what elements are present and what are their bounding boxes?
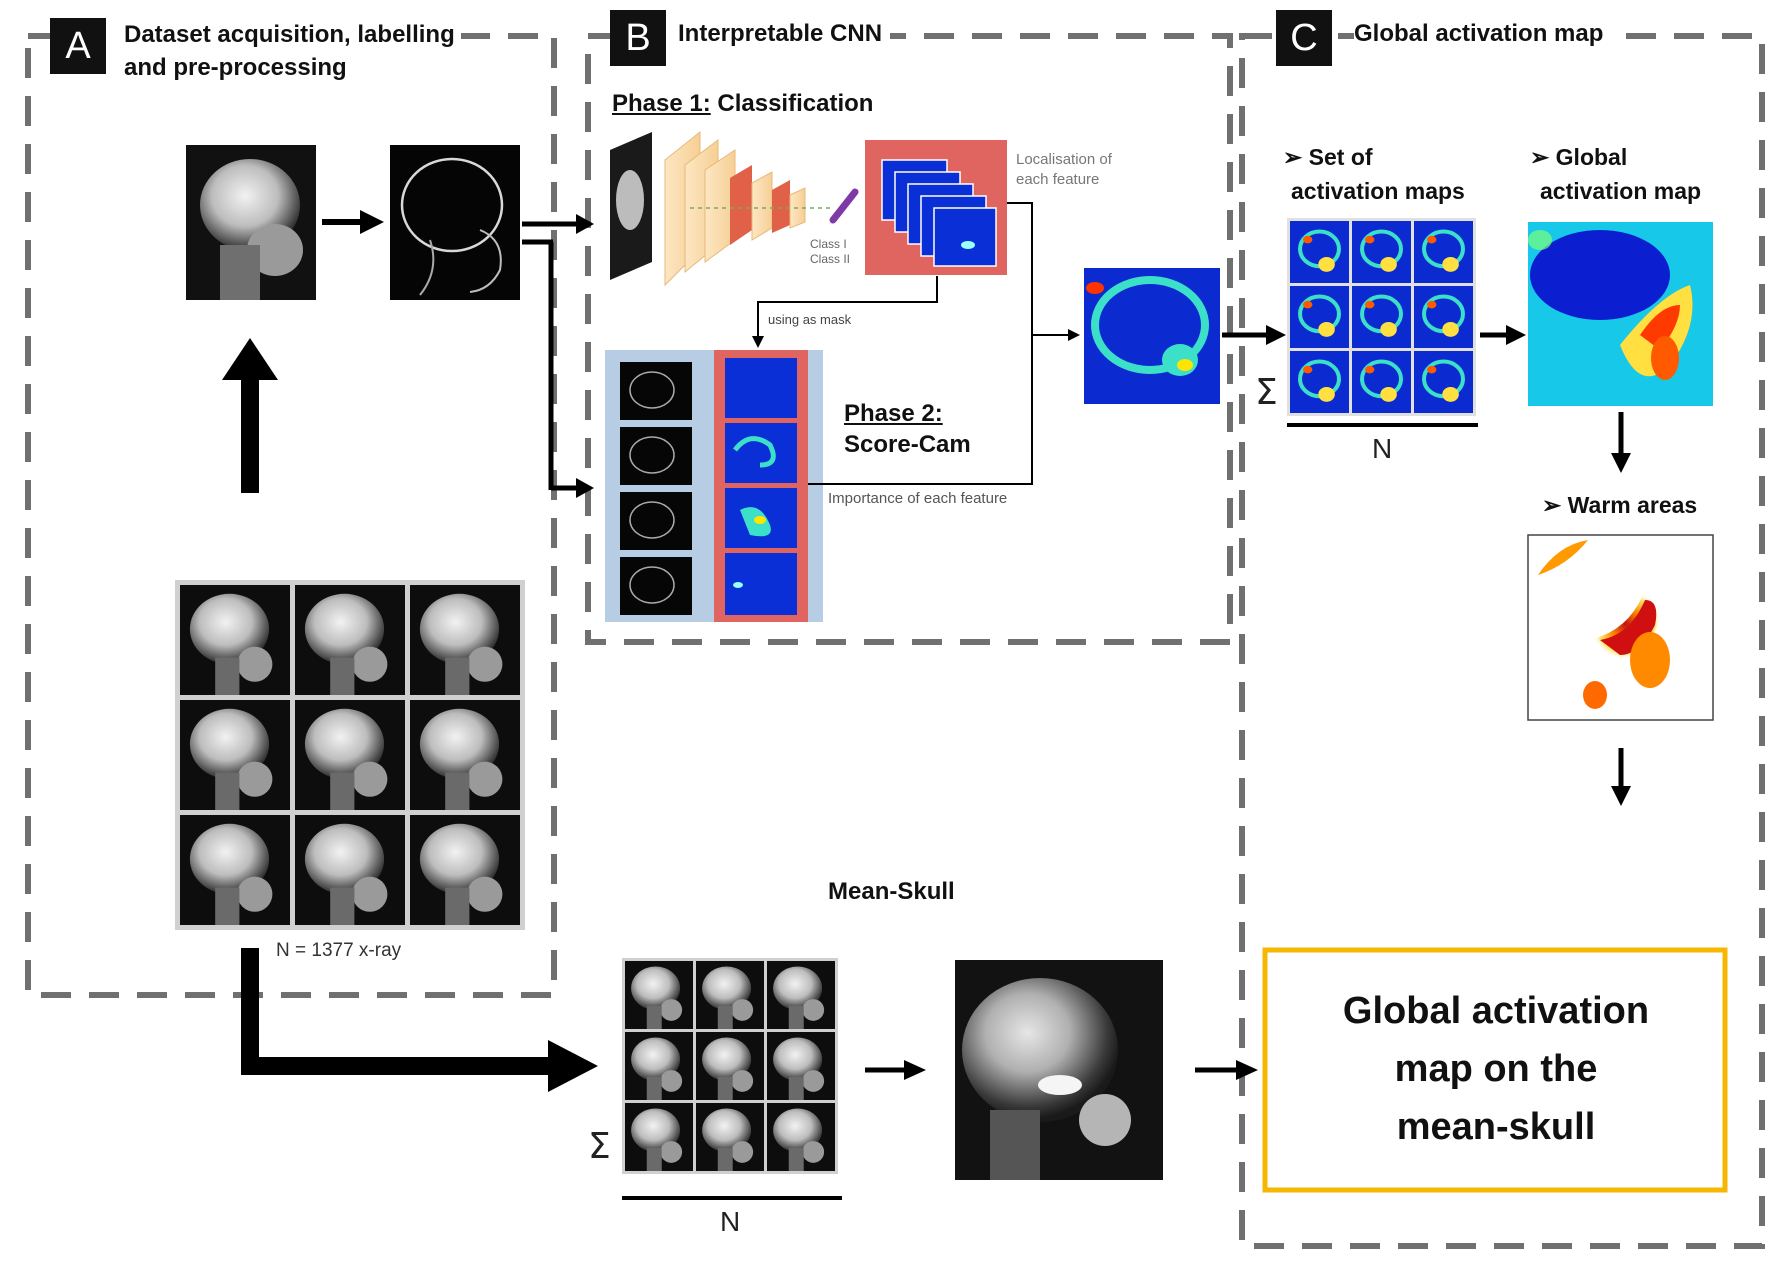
set-sum-symbol: Σ <box>1255 372 1278 413</box>
activation-thumbnail <box>1290 351 1349 413</box>
phase2-heading: Phase 2: Score-Cam <box>844 398 971 460</box>
panel-a-title-line1: Dataset acquisition, labelling <box>124 21 455 48</box>
warm-areas-image <box>1527 534 1714 721</box>
xray-thumbnail <box>180 815 290 925</box>
activation-thumbnail <box>1290 286 1349 348</box>
phase1-suffix: Classification <box>710 90 874 117</box>
mask-note: using as mask <box>768 312 852 327</box>
mean-sum-symbol: Σ <box>588 1126 611 1167</box>
bullet-icon: ➢ <box>1530 144 1550 170</box>
arrow-global-to-warm <box>1611 412 1631 473</box>
global-line2: activation map <box>1540 178 1702 204</box>
xray-thumbnail <box>625 1032 693 1100</box>
localisation-note: Localisation of each feature <box>1016 150 1112 190</box>
arrows-into-panel-b <box>522 214 594 498</box>
combined-activation-map <box>1084 268 1220 404</box>
panel-a-tag: A <box>50 18 106 74</box>
activation-thumbnail <box>1414 351 1473 413</box>
edge-xray-image <box>390 145 520 300</box>
set-of-maps-label: ➢ Set of activation maps <box>1283 140 1465 208</box>
result-line3: mean-skull <box>1396 1106 1596 1148</box>
xray-thumbnail <box>410 815 520 925</box>
combine-connectors <box>808 202 1080 485</box>
xray-thumbnail <box>696 961 764 1029</box>
phase2-line2: Score-Cam <box>844 431 971 458</box>
activation-thumbnail <box>1414 286 1473 348</box>
set-line1: Set of <box>1308 144 1373 170</box>
arrow-to-global-map <box>1480 325 1526 345</box>
mean-n-label: N <box>720 1206 741 1237</box>
xray-thumbnail <box>696 1032 764 1100</box>
arrow-raw-to-edge <box>322 210 384 234</box>
class-labels: Class I Class II <box>810 237 850 267</box>
activation-thumbnail <box>1290 221 1349 283</box>
phase2-line1: Phase 2: <box>844 400 943 427</box>
panel-b-tag: B <box>610 10 666 66</box>
scorecam-masks <box>714 350 808 622</box>
xray-thumbnail <box>767 1032 835 1100</box>
result-line2: map on the <box>1394 1048 1598 1090</box>
panel-c-tag: C <box>1276 10 1332 66</box>
dataset-grid <box>175 580 525 930</box>
xray-thumbnail <box>410 585 520 695</box>
localisation-line2: each feature <box>1016 171 1100 188</box>
activation-thumbnail <box>1352 351 1411 413</box>
xray-thumbnail <box>625 961 693 1029</box>
set-n-label: N <box>1372 433 1393 464</box>
panel-a-title-line2: and pre-processing <box>124 54 347 81</box>
xray-thumbnail <box>180 700 290 810</box>
panel-c-title: Global activation map <box>1354 20 1612 48</box>
global-map-label: ➢ Global activation map <box>1530 140 1701 208</box>
xray-thumbnail <box>767 961 835 1029</box>
set-line2: activation maps <box>1291 178 1465 204</box>
arrow-grid-to-mean <box>865 1060 926 1080</box>
set-activation-grid <box>1287 218 1476 416</box>
bullet-icon: ➢ <box>1283 144 1303 170</box>
xray-thumbnail <box>180 585 290 695</box>
warm-areas-label: ➢ Warm areas <box>1542 492 1697 519</box>
arrow-dataset-to-mean <box>241 948 598 1092</box>
result-box-text: Global activation map on the mean-skull <box>1268 982 1724 1156</box>
mean-grid <box>622 958 838 1174</box>
localisation-line1: Localisation of <box>1016 151 1112 168</box>
global-line1: Global <box>1555 144 1628 170</box>
class-2-label: Class II <box>810 252 851 266</box>
xray-thumbnail <box>767 1103 835 1171</box>
feature-maps-stack <box>865 140 1007 275</box>
result-line1: Global activation <box>1342 990 1650 1032</box>
mean-skull-image <box>955 960 1163 1180</box>
xray-thumbnail <box>625 1103 693 1171</box>
mean-skull-title: Mean-Skull <box>828 878 955 905</box>
panel-b-title: Interpretable CNN <box>678 20 891 48</box>
class-1-label: Class I <box>810 237 847 251</box>
bullet-icon: ➢ <box>1542 492 1562 518</box>
phase1-heading: Phase 1: Classification <box>612 90 873 118</box>
activation-thumbnail <box>1352 221 1411 283</box>
arrow-to-set-maps <box>1222 325 1286 345</box>
raw-xray-image <box>186 145 316 300</box>
global-activation-map-image <box>1528 222 1713 406</box>
result-box-border <box>1262 947 1728 1193</box>
cnn-input-xray <box>610 132 652 280</box>
phase1-prefix: Phase 1: <box>612 90 711 117</box>
arrow-warm-to-result <box>1611 748 1631 806</box>
xray-thumbnail <box>295 700 405 810</box>
activation-thumbnail <box>1352 286 1411 348</box>
arrow-dataset-to-raw <box>222 338 278 493</box>
xray-thumbnail <box>410 700 520 810</box>
arrow-mean-to-result <box>1195 1060 1258 1080</box>
mask-connector <box>752 276 938 348</box>
xray-thumbnail <box>295 815 405 925</box>
activation-thumbnail <box>1414 221 1473 283</box>
cnn-layers <box>664 130 859 287</box>
xray-thumbnail <box>696 1103 764 1171</box>
warm-areas-text: Warm areas <box>1567 492 1698 518</box>
panel-a-title: Dataset acquisition, labelling and pre-p… <box>124 18 461 84</box>
importance-note: Importance of each feature <box>828 490 1008 507</box>
xray-thumbnail <box>295 585 405 695</box>
dataset-caption: N = 1377 x-ray <box>276 940 402 962</box>
